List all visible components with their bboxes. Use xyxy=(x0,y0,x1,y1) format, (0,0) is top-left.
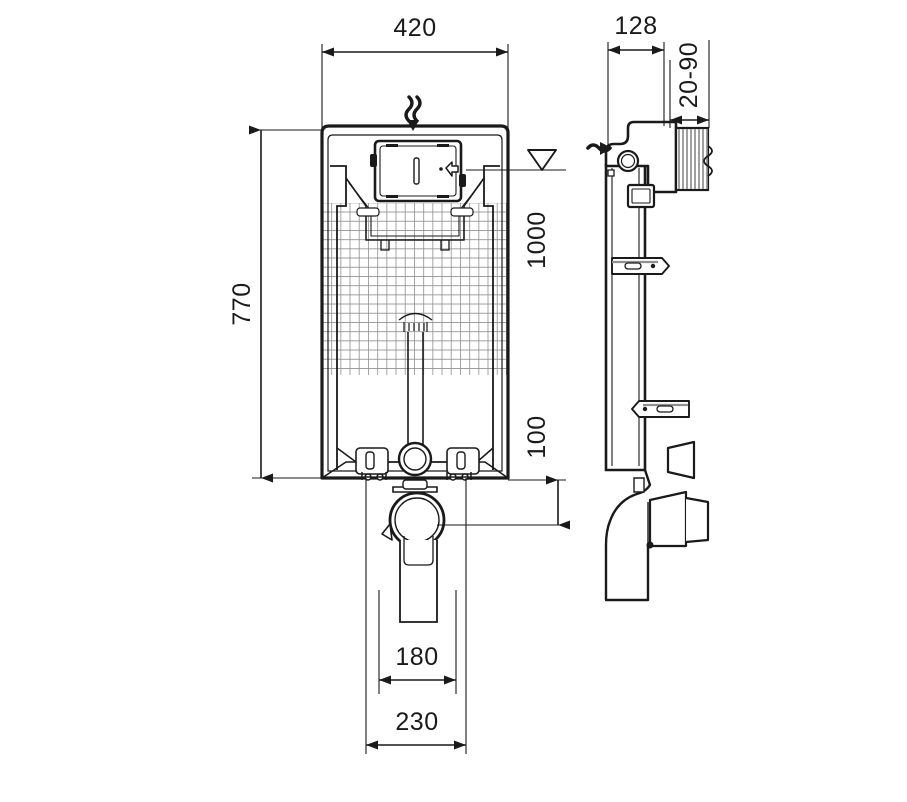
funnel-tab-left xyxy=(356,207,380,217)
side-access-port-inner xyxy=(631,188,651,204)
dim-label-128: 128 xyxy=(614,12,657,40)
dim-label-420: 420 xyxy=(393,14,436,42)
bolt-slot-right xyxy=(456,451,466,470)
waste-downpipe xyxy=(399,540,438,623)
cistern-outer-body xyxy=(320,124,510,480)
waste-flange-tab xyxy=(402,479,428,490)
flush-pipe xyxy=(407,332,424,452)
base-bolt-markers xyxy=(361,472,472,481)
waste-downpipe-inner xyxy=(403,536,434,566)
dim-label-180: 180 xyxy=(395,643,438,671)
internal-funnel-walls-inner xyxy=(348,182,482,237)
dim-label-230: 230 xyxy=(395,708,438,736)
side-valve-port-inner xyxy=(620,153,636,169)
dim-label-770: 770 xyxy=(228,282,256,325)
funnel-notch-left xyxy=(380,240,390,251)
plate-stud-br xyxy=(437,195,449,198)
flush-pipe-collar-top xyxy=(398,312,433,321)
wall-reference-arrow-icon xyxy=(586,142,612,155)
waste-elbow-tab xyxy=(381,523,393,541)
mounting-bracket-lower xyxy=(631,400,690,418)
plate-clip-left xyxy=(370,154,377,167)
dim-label-1000: 1000 xyxy=(523,211,551,269)
fill-valve-glyph xyxy=(445,161,459,177)
frame-post-left xyxy=(330,165,347,470)
cistern-inner-shell xyxy=(327,134,503,472)
mounting-bracket-upper xyxy=(611,257,670,275)
frame-post-right xyxy=(483,165,500,470)
dimension-annotations: 420 770 1000 100 180 230 128 xyxy=(228,12,710,754)
side-profile-view xyxy=(586,120,713,602)
datum-triangle-icon xyxy=(527,149,557,171)
plate-stud-tr xyxy=(437,144,449,147)
plate-slot xyxy=(413,157,420,185)
dim-label-100: 100 xyxy=(523,415,551,458)
side-outlet-nozzle xyxy=(666,440,696,480)
dim-label-2090: 20-90 xyxy=(675,42,703,108)
valve-leader-dot xyxy=(439,167,443,171)
internal-funnel-walls xyxy=(345,177,485,241)
bolt-slot-left xyxy=(365,451,375,470)
ribbed-connector-block xyxy=(674,126,713,192)
water-volume-hatch xyxy=(322,203,508,375)
funnel-tab-right xyxy=(450,207,474,217)
outlet-spigot-inner xyxy=(403,447,427,471)
plate-clip-right xyxy=(459,174,466,187)
plate-stud-tl xyxy=(386,144,398,147)
side-shoulder-notch xyxy=(607,169,615,177)
side-waste-elbow xyxy=(604,469,710,602)
flush-arrow-icon xyxy=(404,95,422,131)
flush-pipe-ribs xyxy=(403,322,428,332)
funnel-notch-right xyxy=(440,240,450,251)
front-elevation-view xyxy=(320,95,510,623)
plate-stud-bl xyxy=(386,195,398,198)
